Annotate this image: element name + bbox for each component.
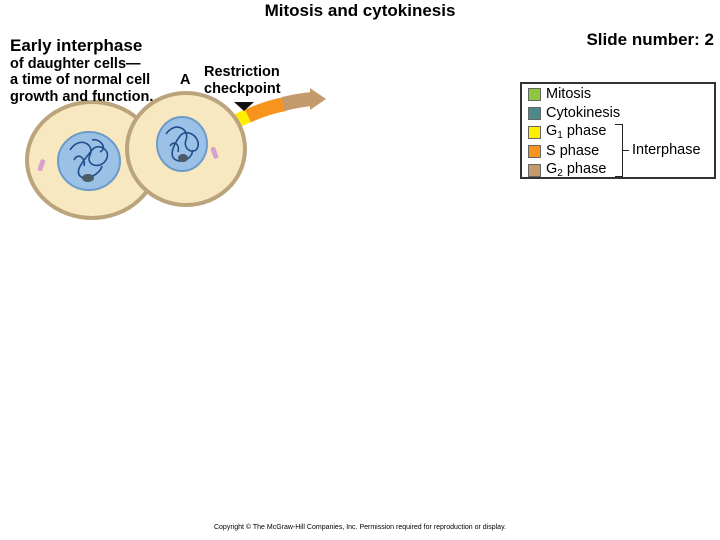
daughter-cell-left: [25, 100, 159, 220]
stage-description-line-2: a time of normal cell: [10, 72, 151, 88]
nucleolus-right: [178, 154, 188, 162]
checkpoint-marker-icon: [234, 102, 254, 111]
page-title: Mitosis and cytokinesis: [264, 1, 456, 20]
centrosome-right: [210, 146, 219, 159]
arrow-head: [310, 88, 326, 110]
centrosome-left: [37, 159, 46, 172]
legend-swatch-g1: [528, 125, 541, 139]
legend-label-g2: G2 phase: [546, 161, 607, 179]
legend-label-cytokinesis: Cytokinesis: [546, 105, 621, 121]
legend-item-s: S phase: [528, 143, 599, 159]
interphase-bracket: [615, 124, 623, 177]
chromatin-right: [165, 126, 199, 162]
legend-label-mitosis: Mitosis: [546, 86, 592, 102]
stage-description-line-1: of daughter cells—: [10, 56, 141, 72]
nucleolus-left: [82, 174, 94, 182]
chromatin-left: [69, 138, 109, 179]
g2-phase-segment: [281, 92, 313, 111]
legend-label-g1: G1 phase: [546, 123, 607, 141]
copyright-notice: Copyright © The McGraw-Hill Companies, I…: [213, 524, 506, 531]
nucleus-right: [156, 116, 208, 172]
legend-item-cytokinesis: Cytokinesis: [528, 105, 620, 121]
checkpoint-label-line-2: checkpoint: [204, 81, 281, 97]
stage-heading: Early interphase: [10, 36, 143, 55]
interphase-bracket-tick: [623, 150, 629, 151]
legend-item-g2: G2 phase: [528, 161, 607, 179]
s-phase-segment: [245, 97, 287, 123]
legend-swatch-cytokinesis: [528, 106, 541, 120]
checkpoint-label-line-1: Restriction: [204, 64, 280, 80]
legend-item-g1: G1 phase: [528, 123, 607, 141]
phase-legend: Mitosis Cytokinesis G1 phase S phase G2 …: [520, 82, 716, 179]
legend-swatch-mitosis: [528, 87, 541, 101]
daughter-cell-right: [125, 91, 247, 207]
legend-item-mitosis: Mitosis: [528, 86, 591, 102]
legend-swatch-g2: [528, 163, 541, 177]
legend-swatch-s: [528, 144, 541, 158]
slide-number: Slide number: 2: [586, 30, 714, 49]
interphase-label: Interphase: [632, 142, 701, 158]
stage-description-line-3: growth and function.: [10, 89, 154, 105]
legend-label-s: S phase: [546, 143, 600, 159]
checkpoint-letter: A: [180, 72, 191, 88]
